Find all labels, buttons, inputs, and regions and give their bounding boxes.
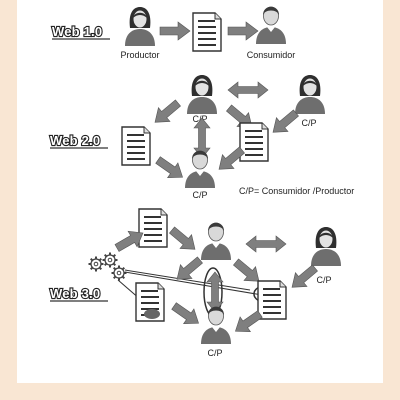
section-web3: Web 3.0 — [49, 285, 108, 302]
arrow-icon — [165, 222, 202, 257]
cp-label: C/P — [207, 348, 222, 358]
section-web1: Web 1.0 — [51, 23, 110, 40]
section-web2: Web 2.0 — [49, 132, 108, 149]
document-icon — [138, 208, 168, 248]
double-arrow-icon — [245, 235, 287, 253]
document-icon — [192, 12, 222, 52]
document-icon — [239, 122, 269, 162]
svg-text:Web 1.0: Web 1.0 — [52, 24, 102, 39]
producer-label: Productor — [120, 50, 159, 60]
producer-person-icon — [125, 7, 155, 46]
consumer-person-icon — [255, 6, 287, 45]
arrow-icon — [170, 252, 207, 287]
cp-person-icon — [200, 306, 232, 345]
blob-icon — [144, 309, 160, 319]
cp-label: C/P — [316, 275, 331, 285]
arrow-icon — [159, 21, 191, 41]
cp-person-icon — [295, 75, 325, 114]
cp-label: C/P — [192, 190, 207, 200]
document-icon — [257, 280, 287, 320]
cp-person-icon — [200, 222, 232, 261]
arrow-icon — [168, 298, 205, 331]
svg-text:Web 3.0: Web 3.0 — [50, 286, 100, 301]
cp-person-icon — [187, 75, 217, 114]
arrow-icon — [152, 152, 189, 185]
cp-label: C/P — [192, 114, 207, 124]
gears-icon — [87, 251, 128, 282]
diagram-card — [17, 0, 383, 383]
arrow-icon — [227, 21, 259, 41]
consumer-label: Consumidor — [247, 50, 296, 60]
svg-text:Web 2.0: Web 2.0 — [50, 133, 100, 148]
cp-person-icon — [184, 150, 216, 189]
cp-person-icon — [311, 227, 341, 266]
document-icon — [121, 126, 151, 166]
double-arrow-icon — [227, 81, 269, 99]
legend-text: C/P= Consumidor /Productor — [239, 186, 354, 196]
arrow-icon — [148, 95, 185, 130]
cp-label: C/P — [301, 118, 316, 128]
